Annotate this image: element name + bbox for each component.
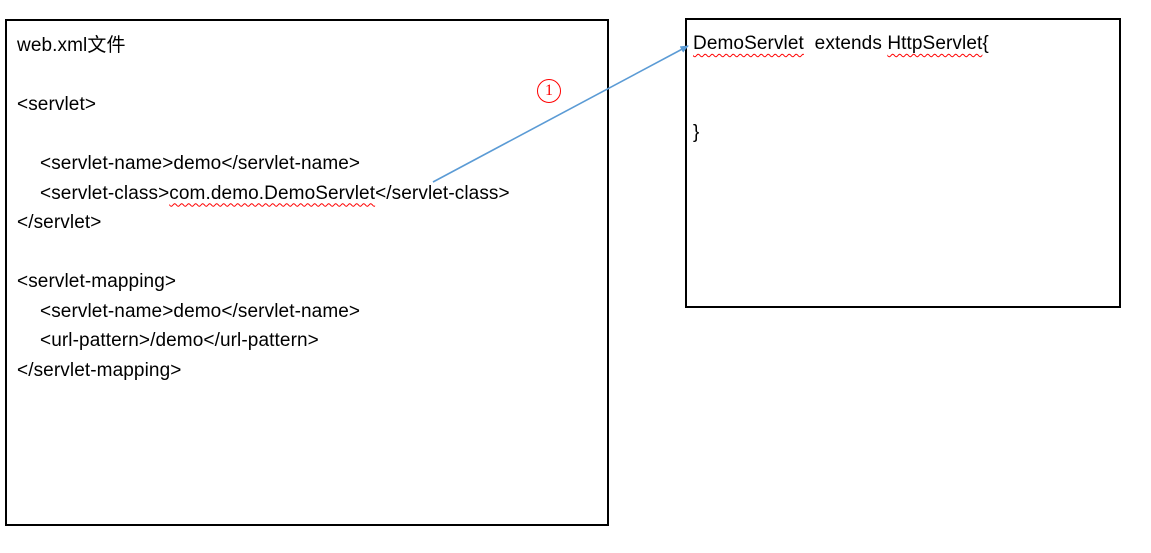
code-line: DemoServlet extends HttpServlet{ (693, 29, 1111, 59)
code-line (693, 59, 1111, 89)
code-text: extends (803, 33, 888, 54)
misspelled-code-text: com.demo.DemoServlet (169, 182, 376, 204)
code-text: <servlet-name>demo</servlet-name> (40, 153, 361, 174)
code-text: <servlet-mapping> (17, 271, 177, 292)
code-line: </servlet> (17, 208, 595, 238)
code-line: </servlet-mapping> (17, 356, 595, 386)
servlet-class-code-block: DemoServlet extends HttpServlet{ } (693, 29, 1111, 147)
code-text: <servlet> (17, 94, 97, 115)
code-line: <servlet-name>demo</servlet-name> (17, 297, 595, 327)
code-line (17, 238, 595, 268)
code-line (17, 120, 595, 150)
code-line: <servlet-class>com.demo.DemoServlet</ser… (17, 179, 595, 209)
misspelled-code-text: DemoServlet (693, 33, 804, 54)
code-line (693, 88, 1111, 118)
servlet-class-box: DemoServlet extends HttpServlet{ } (685, 18, 1121, 308)
code-line: <servlet-mapping> (17, 267, 595, 297)
misspelled-code-text: HttpServlet (887, 33, 983, 54)
code-line: <servlet-name>demo</servlet-name> (17, 149, 595, 179)
circled-1-annotation: 1 (537, 79, 561, 103)
code-line: <url-pattern>/demo</url-pattern> (17, 326, 595, 356)
code-text: </servlet-mapping> (17, 359, 182, 381)
code-text: <url-pattern>/demo</url-pattern> (40, 330, 319, 351)
code-text: <servlet-name>demo</servlet-name> (40, 300, 361, 322)
code-text: { (982, 33, 989, 54)
code-text: } (693, 121, 700, 143)
code-text: </servlet> (17, 212, 102, 233)
code-line (17, 61, 595, 91)
webxml-box: web.xml文件 <servlet> <servlet-name>demo</… (5, 19, 609, 526)
webxml-code-block: <servlet> <servlet-name>demo</servlet-na… (17, 61, 595, 386)
code-line: } (693, 118, 1111, 148)
webxml-box-title: web.xml文件 (17, 35, 126, 56)
code-text: <servlet-class> (40, 182, 170, 204)
code-text: </servlet-class> (375, 182, 510, 204)
code-line: <servlet> (17, 90, 595, 120)
